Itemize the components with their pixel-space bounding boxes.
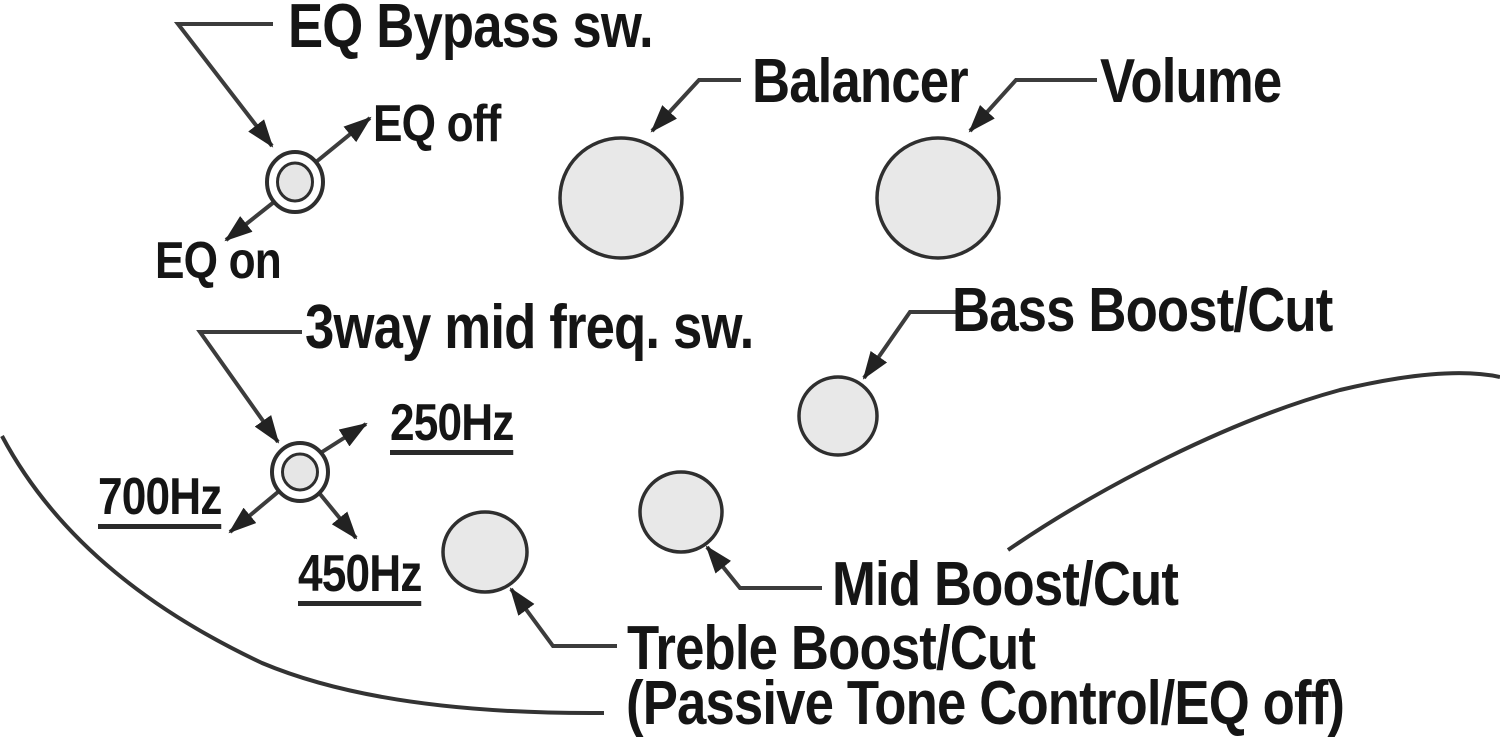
body-outline-curve-right [1006,371,1500,552]
freq-450-label: 450Hz [298,548,422,606]
bass-leader-arrow [862,310,958,380]
volume-leader-arrow [968,78,1097,133]
eq-bypass-switch-button [276,161,314,203]
balancer-leader-arrow [650,78,741,133]
freq-250-direction-arrow [320,422,368,454]
treble-label-line1: Treble Boost/Cut [627,614,1036,683]
volume-knob [875,136,1001,260]
eq-bypass-switch [265,150,325,214]
freq-250-label: 250Hz [390,397,514,455]
treble-knob [441,510,529,594]
body-outline-curve-left [0,435,605,716]
freq-450-direction-arrow [318,492,358,540]
mid-leader-arrow [705,545,822,590]
balancer-label: Balancer [752,47,969,116]
mid-freq-switch-leader-arrow [196,330,302,444]
mid-label: Mid Boost/Cut [832,550,1179,619]
freq-700-label: 700Hz [98,471,222,529]
volume-label: Volume [1100,47,1282,116]
mid-freq-switch-label: 3way mid freq. sw. [305,293,754,362]
eq-bypass-label: EQ Bypass sw. [288,0,654,61]
mid-freq-switch-button [281,452,319,492]
eq-on-label: EQ on [155,232,282,290]
mid-freq-switch [270,441,330,503]
treble-label-line2: (Passive Tone Control/EQ off) [626,669,1345,738]
bass-knob [797,375,879,457]
treble-leader-arrow [509,587,617,648]
bass-label: Bass Boost/Cut [952,276,1333,345]
eq-on-direction-arrow [224,200,276,242]
mid-knob [638,470,724,554]
freq-700-direction-arrow [228,490,280,534]
eq-bypass-leader-arrow [173,22,274,148]
eq-off-direction-arrow [314,116,372,164]
eq-off-label: EQ off [373,95,501,153]
balancer-knob [558,136,684,260]
